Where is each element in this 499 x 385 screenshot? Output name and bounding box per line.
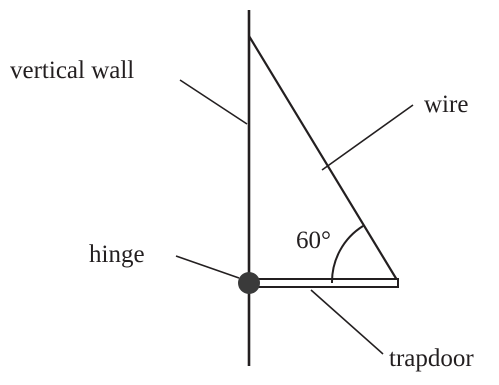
wire-label: wire xyxy=(424,91,468,118)
trapdoor-leader xyxy=(310,289,384,355)
hinge-circle xyxy=(238,272,260,294)
wire-leader xyxy=(321,104,414,171)
hinge-label: hinge xyxy=(89,241,145,268)
vertical-wall-label: vertical wall xyxy=(10,57,134,84)
vertical-wall-leader xyxy=(179,79,248,125)
trapdoor-label: trapdoor xyxy=(389,345,474,372)
angle-label: 60° xyxy=(296,227,331,254)
hinge-leader xyxy=(175,255,240,279)
trapdoor-bar xyxy=(248,278,399,288)
angle-arc xyxy=(330,225,364,284)
wire-line xyxy=(248,35,398,281)
